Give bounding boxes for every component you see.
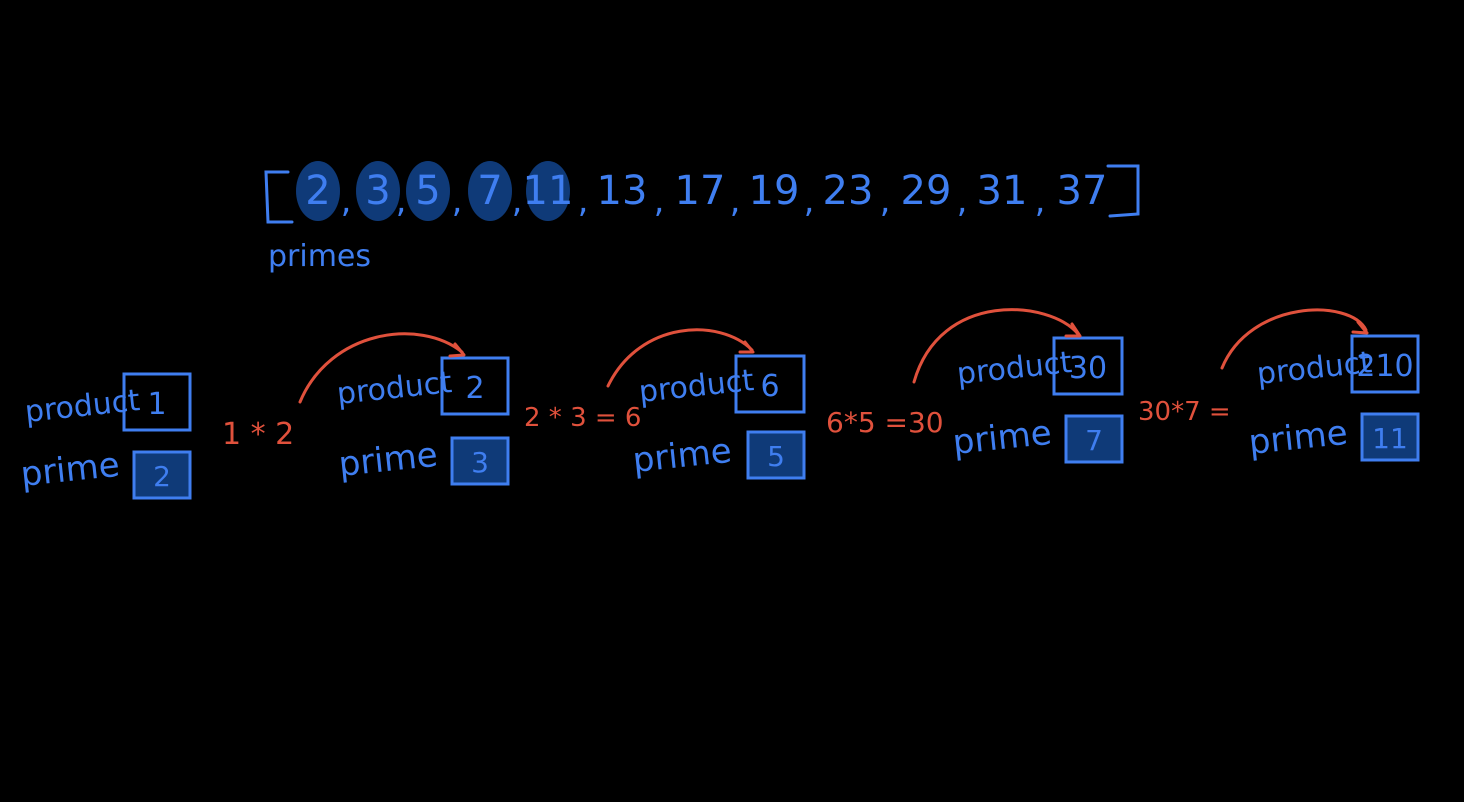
product-value: 30 [1069, 351, 1107, 386]
right-bracket [1106, 164, 1140, 218]
array-comma: , [654, 181, 665, 221]
arrow-step-3-to-4 [912, 308, 1080, 384]
array-comma: , [730, 181, 741, 221]
calc-note: 1 * 2 [222, 417, 294, 452]
prime-highlight [356, 161, 400, 221]
array-element: 2 [305, 168, 330, 214]
arrow-head-3 [1064, 322, 1082, 338]
array-element: 3 [365, 168, 390, 214]
array-element: 29 [901, 168, 952, 214]
prime-highlight [748, 432, 804, 478]
prime-highlight [296, 161, 340, 221]
prime-highlight [406, 161, 450, 221]
prime-value: 7 [1085, 424, 1103, 457]
arrows [298, 308, 1369, 404]
primes-array: 2,3,5,7,11,13,17,19,23,29,31,37 [296, 161, 1107, 221]
array-comma: , [396, 181, 407, 221]
arrow-head-2 [738, 340, 755, 354]
array-element: 37 [1057, 168, 1108, 214]
prime-value: 3 [471, 446, 489, 479]
product-value: 2 [465, 371, 484, 406]
array-comma: , [578, 181, 589, 221]
prime-value: 2 [153, 460, 171, 493]
array-comma: , [880, 181, 891, 221]
array-element: 31 [977, 168, 1028, 214]
array-element: 11 [523, 168, 574, 214]
array-comma: , [804, 181, 815, 221]
prime-highlight [526, 161, 570, 221]
arrow-step-4-to-5 [1220, 308, 1368, 370]
array-comma: , [1035, 181, 1046, 221]
array-element: 19 [749, 168, 800, 214]
prime-box [1064, 414, 1124, 464]
product-box [440, 356, 510, 416]
prime-box [132, 450, 192, 500]
arrow-step-2-to-3 [606, 328, 754, 388]
calc-note: 6*5 =30 [826, 406, 944, 439]
left-bracket [264, 170, 294, 224]
arrow-head-4 [1351, 320, 1369, 335]
array-comma: , [512, 181, 523, 221]
primes-label: primes [268, 239, 371, 274]
product-value: 210 [1356, 349, 1413, 384]
array-element: 23 [823, 168, 874, 214]
prime-highlight [452, 438, 508, 484]
prime-box [1360, 412, 1420, 462]
array-element: 17 [675, 168, 726, 214]
product-box [1052, 336, 1124, 396]
calc-note: 2 * 3 = 6 [524, 403, 641, 433]
prime-value: 11 [1372, 422, 1408, 455]
array-element: 13 [597, 168, 648, 214]
prime-highlight [468, 161, 512, 221]
product-value: 6 [760, 369, 779, 404]
product-box [734, 354, 806, 414]
array-element: 7 [477, 168, 502, 214]
arrow-step-1-to-2 [298, 332, 464, 404]
arrow-head-1 [448, 342, 466, 358]
product-box [1350, 334, 1420, 394]
prime-highlight [134, 452, 190, 498]
prime-box [746, 430, 806, 480]
prime-box [450, 436, 510, 486]
prime-highlight [1362, 414, 1418, 460]
calc-note: 30*7 = [1138, 397, 1231, 427]
prime-value: 5 [767, 440, 785, 473]
product-box [122, 372, 192, 432]
array-comma: , [452, 181, 463, 221]
array-comma: , [957, 181, 968, 221]
product-value: 1 [147, 387, 166, 422]
array-comma: , [341, 181, 352, 221]
array-element: 5 [415, 168, 440, 214]
prime-highlight [1066, 416, 1122, 462]
